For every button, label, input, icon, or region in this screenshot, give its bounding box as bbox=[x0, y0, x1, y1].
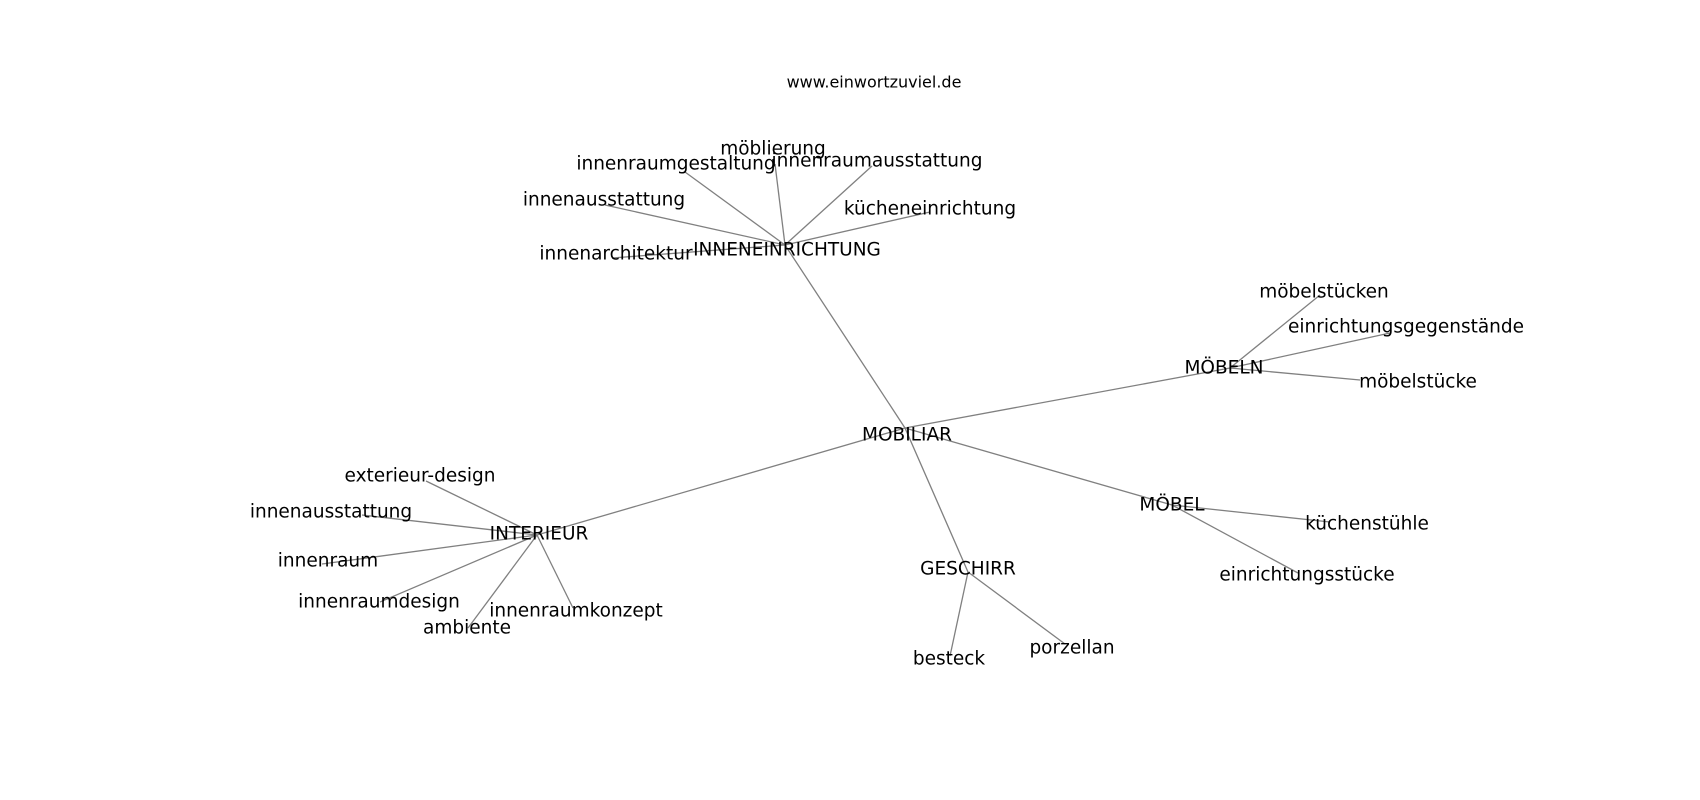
node-exterieur-design: exterieur-design bbox=[345, 466, 496, 487]
node-innenraum: innenraum bbox=[278, 551, 378, 572]
edge-layer bbox=[321, 163, 1391, 657]
edge-interieur-ambiente bbox=[467, 534, 538, 629]
node-geschirr: GESCHIRR bbox=[920, 559, 1016, 580]
edge-moebeln-einrichtungsgegenstaende bbox=[1229, 332, 1391, 369]
node-innenraumausstattung: innenraumausstattung bbox=[771, 151, 982, 172]
edge-inneneinrichtung-innenraumgestaltung bbox=[684, 171, 786, 246]
node-moebel: MÖBEL bbox=[1139, 494, 1205, 516]
node-innenraumdesign: innenraumdesign bbox=[298, 592, 460, 613]
node-kuechenstuehle: küchenstühle bbox=[1305, 514, 1429, 535]
edge-geschirr-besteck bbox=[949, 571, 969, 657]
edge-inneneinrichtung-innenarchitektur bbox=[611, 244, 786, 259]
edge-mobiliar-moebeln bbox=[904, 367, 1231, 429]
node-kuecheneinrichtung: kücheneinrichtung bbox=[844, 199, 1016, 220]
edge-moebel-kuechenstuehle bbox=[1171, 504, 1331, 523]
node-innenraumgestaltung: innenraumgestaltung bbox=[576, 154, 775, 175]
edge-mobiliar-inneneinrichtung bbox=[784, 244, 906, 429]
edge-inneneinrichtung-innenausstattung_1 bbox=[604, 204, 786, 246]
node-porzellan: porzellan bbox=[1029, 638, 1114, 659]
node-einrichtungsstuecke: einrichtungsstücke bbox=[1219, 565, 1394, 586]
edge-mobiliar-geschirr bbox=[904, 427, 969, 573]
node-innenausstattung-1: innenausstattung bbox=[523, 190, 685, 211]
edge-interieur-innenausstattung_2 bbox=[361, 514, 538, 536]
node-moeblierung: möblierung bbox=[720, 139, 826, 160]
edge-mobiliar-interieur bbox=[536, 427, 906, 536]
node-besteck: besteck bbox=[913, 649, 986, 670]
node-ambiente: ambiente bbox=[423, 618, 511, 639]
node-inneneinrichtung: INNENEINRICHTUNG bbox=[693, 240, 881, 261]
edge-moebel-einrichtungsstuecke bbox=[1171, 504, 1299, 574]
edge-interieur-innenraumdesign bbox=[379, 534, 538, 603]
edge-mobiliar-moebel bbox=[904, 427, 1173, 506]
node-moebelstuecke: möbelstücke bbox=[1359, 372, 1477, 393]
edge-inneneinrichtung-moeblierung bbox=[774, 163, 786, 246]
node-mobiliar: MOBILIAR bbox=[862, 425, 952, 446]
edge-moebeln-moebelstuecke bbox=[1229, 367, 1361, 381]
edge-interieur-exterieur_design bbox=[425, 480, 538, 536]
node-moebelstuecken: möbelstücken bbox=[1259, 282, 1389, 303]
node-einrichtungsgegenstaende: einrichtungsgegenstände bbox=[1288, 317, 1524, 338]
node-innenraumkonzept: innenraumkonzept bbox=[489, 601, 663, 622]
source-label: www.einwortzuviel.de bbox=[787, 73, 962, 92]
edge-moebeln-moebelstuecken bbox=[1229, 294, 1321, 369]
node-moebeln: MÖBELN bbox=[1184, 357, 1263, 379]
edge-inneneinrichtung-innenraumausstattung bbox=[784, 165, 873, 246]
label-layer: MOBILIAR INNENEINRICHTUNG MÖBELN MÖBEL GESCH… bbox=[250, 139, 1524, 670]
node-innenausstattung-2: innenausstattung bbox=[250, 502, 412, 523]
node-innenarchitektur: innenarchitektur bbox=[539, 244, 693, 265]
edge-interieur-innenraum bbox=[321, 534, 538, 565]
node-interieur: INTERIEUR bbox=[490, 524, 589, 545]
edge-interieur-innenraumkonzept bbox=[536, 534, 574, 609]
edge-geschirr-porzellan bbox=[967, 571, 1066, 645]
edge-inneneinrichtung-kuecheneinrichtung bbox=[784, 211, 931, 246]
